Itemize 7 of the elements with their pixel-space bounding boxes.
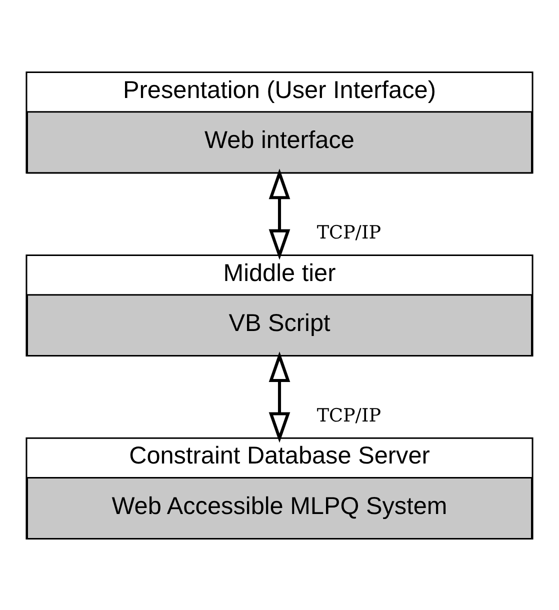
- edge-label: TCP/IP: [316, 222, 382, 244]
- arrow: [268, 351, 290, 442]
- node-box: Web Accessible MLPQ System: [26, 476, 533, 539]
- edge-label: TCP/IP: [316, 404, 382, 426]
- arrow: [268, 168, 290, 260]
- node-box: Web interface: [26, 110, 533, 174]
- node-box: VB Script: [26, 294, 533, 356]
